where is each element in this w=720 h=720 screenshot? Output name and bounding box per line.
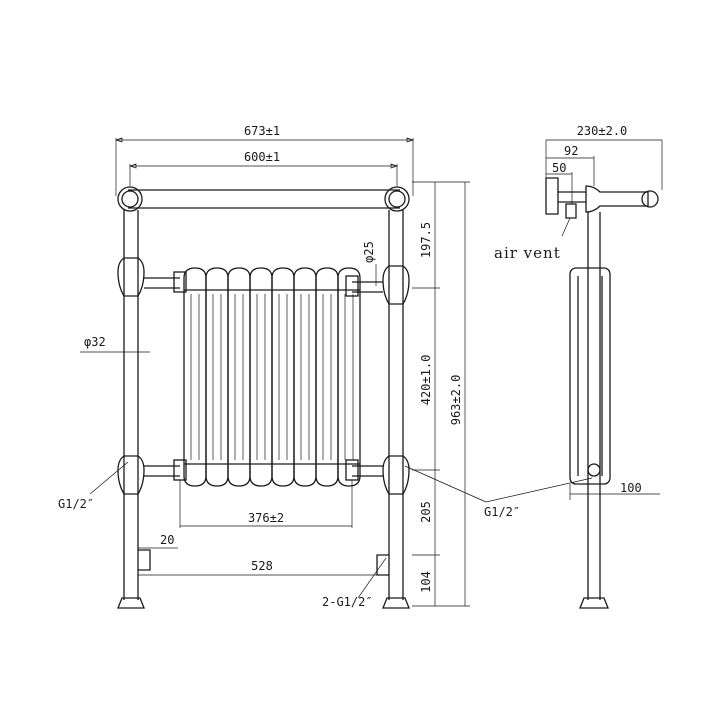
radiator-column-detail: [278, 294, 288, 460]
radiator-column-detail: [256, 294, 266, 460]
radiator-column-detail: [212, 294, 222, 460]
radiator-top-band: [184, 289, 360, 465]
left-leg: [117, 210, 145, 609]
radiator-column: [205, 267, 229, 487]
dim-top-offset: 197.5: [419, 222, 433, 258]
dim-overall-height: 963±2.0: [449, 375, 463, 426]
dim-overall-width: 673±1: [244, 124, 280, 138]
radiator-column-detail: [300, 294, 310, 460]
radiator-columns: [183, 267, 361, 487]
radiator-column: [249, 267, 273, 487]
radiator-column: [293, 267, 317, 487]
radiator-column-detail: [322, 294, 332, 460]
dim-rail-width: 600±1: [244, 150, 280, 164]
dim-side-depth: 230±2.0: [577, 124, 628, 138]
dim-inlet-spacing: 528: [251, 559, 273, 573]
radiator-column: [271, 267, 295, 487]
radiator-column-detail: [234, 294, 244, 460]
dim-side-bottom: 100: [620, 481, 642, 495]
dim-inlet-offset: 20: [160, 533, 174, 547]
label-thread-inlets: 2-G1/2″: [322, 595, 373, 609]
label-thread-right: G1/2″: [484, 505, 520, 519]
side-view: air vent 230±2.0 92 50 100: [494, 124, 663, 609]
radiator-column-detail: [344, 294, 354, 460]
dim-column-height: 420±1.0: [419, 355, 433, 406]
radiator-column: [183, 267, 207, 487]
front-dimensions: 673±1 600±1 197.5 420±1.0 205 104 963±2.…: [58, 124, 593, 609]
dim-bottom-to-floor: 205: [419, 501, 433, 523]
radiator-column: [227, 267, 251, 487]
front-view: [117, 186, 410, 609]
dim-pipe-diameter-small: φ25: [362, 241, 376, 263]
dim-pipe-diameter-leg: φ32: [84, 335, 106, 349]
dim-valve-centers: 376±2: [248, 511, 284, 525]
radiator-column: [337, 267, 361, 487]
top-towel-rail: [117, 186, 410, 212]
radiator-column: [315, 267, 339, 487]
radiator-column-detail: [190, 294, 200, 460]
label-thread-left: G1/2″: [58, 497, 94, 511]
dim-foot-height: 104: [419, 571, 433, 593]
dim-bracket-offset: 50: [552, 161, 566, 175]
label-air-vent: air vent: [494, 244, 561, 262]
right-leg: [382, 210, 410, 609]
dim-wall-to-center: 92: [564, 144, 578, 158]
